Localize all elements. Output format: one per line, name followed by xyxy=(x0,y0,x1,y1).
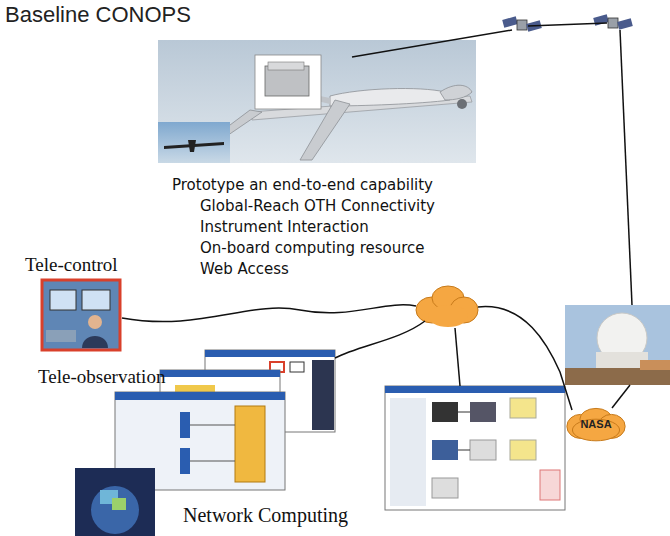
capability-item: On-board computing resource xyxy=(200,239,425,257)
photo-caption: Network Computing xyxy=(183,504,348,527)
capability-heading: Prototype an end-to-end capability xyxy=(172,176,433,194)
network-cloud xyxy=(416,286,478,327)
uav-photo xyxy=(158,40,476,163)
screenshot xyxy=(385,386,565,510)
network-cloud: NASA xyxy=(565,406,627,442)
operator-photo xyxy=(42,280,120,350)
computing-photo xyxy=(75,468,155,536)
cloud-label: NASA xyxy=(565,418,627,430)
capability-item: Web Access xyxy=(200,260,289,278)
link-wire xyxy=(122,23,632,410)
capability-item: Global-Reach OTH Connectivity xyxy=(200,197,435,215)
photo-caption: Tele-control xyxy=(25,254,118,276)
satellite-icon xyxy=(502,16,542,31)
satellite-icon xyxy=(593,14,633,29)
diagram-title: Baseline CONOPS xyxy=(5,2,191,28)
capability-item: Instrument Interaction xyxy=(200,218,369,236)
ground-station-photo xyxy=(565,305,670,385)
photo-caption: Tele-observation xyxy=(38,366,165,388)
